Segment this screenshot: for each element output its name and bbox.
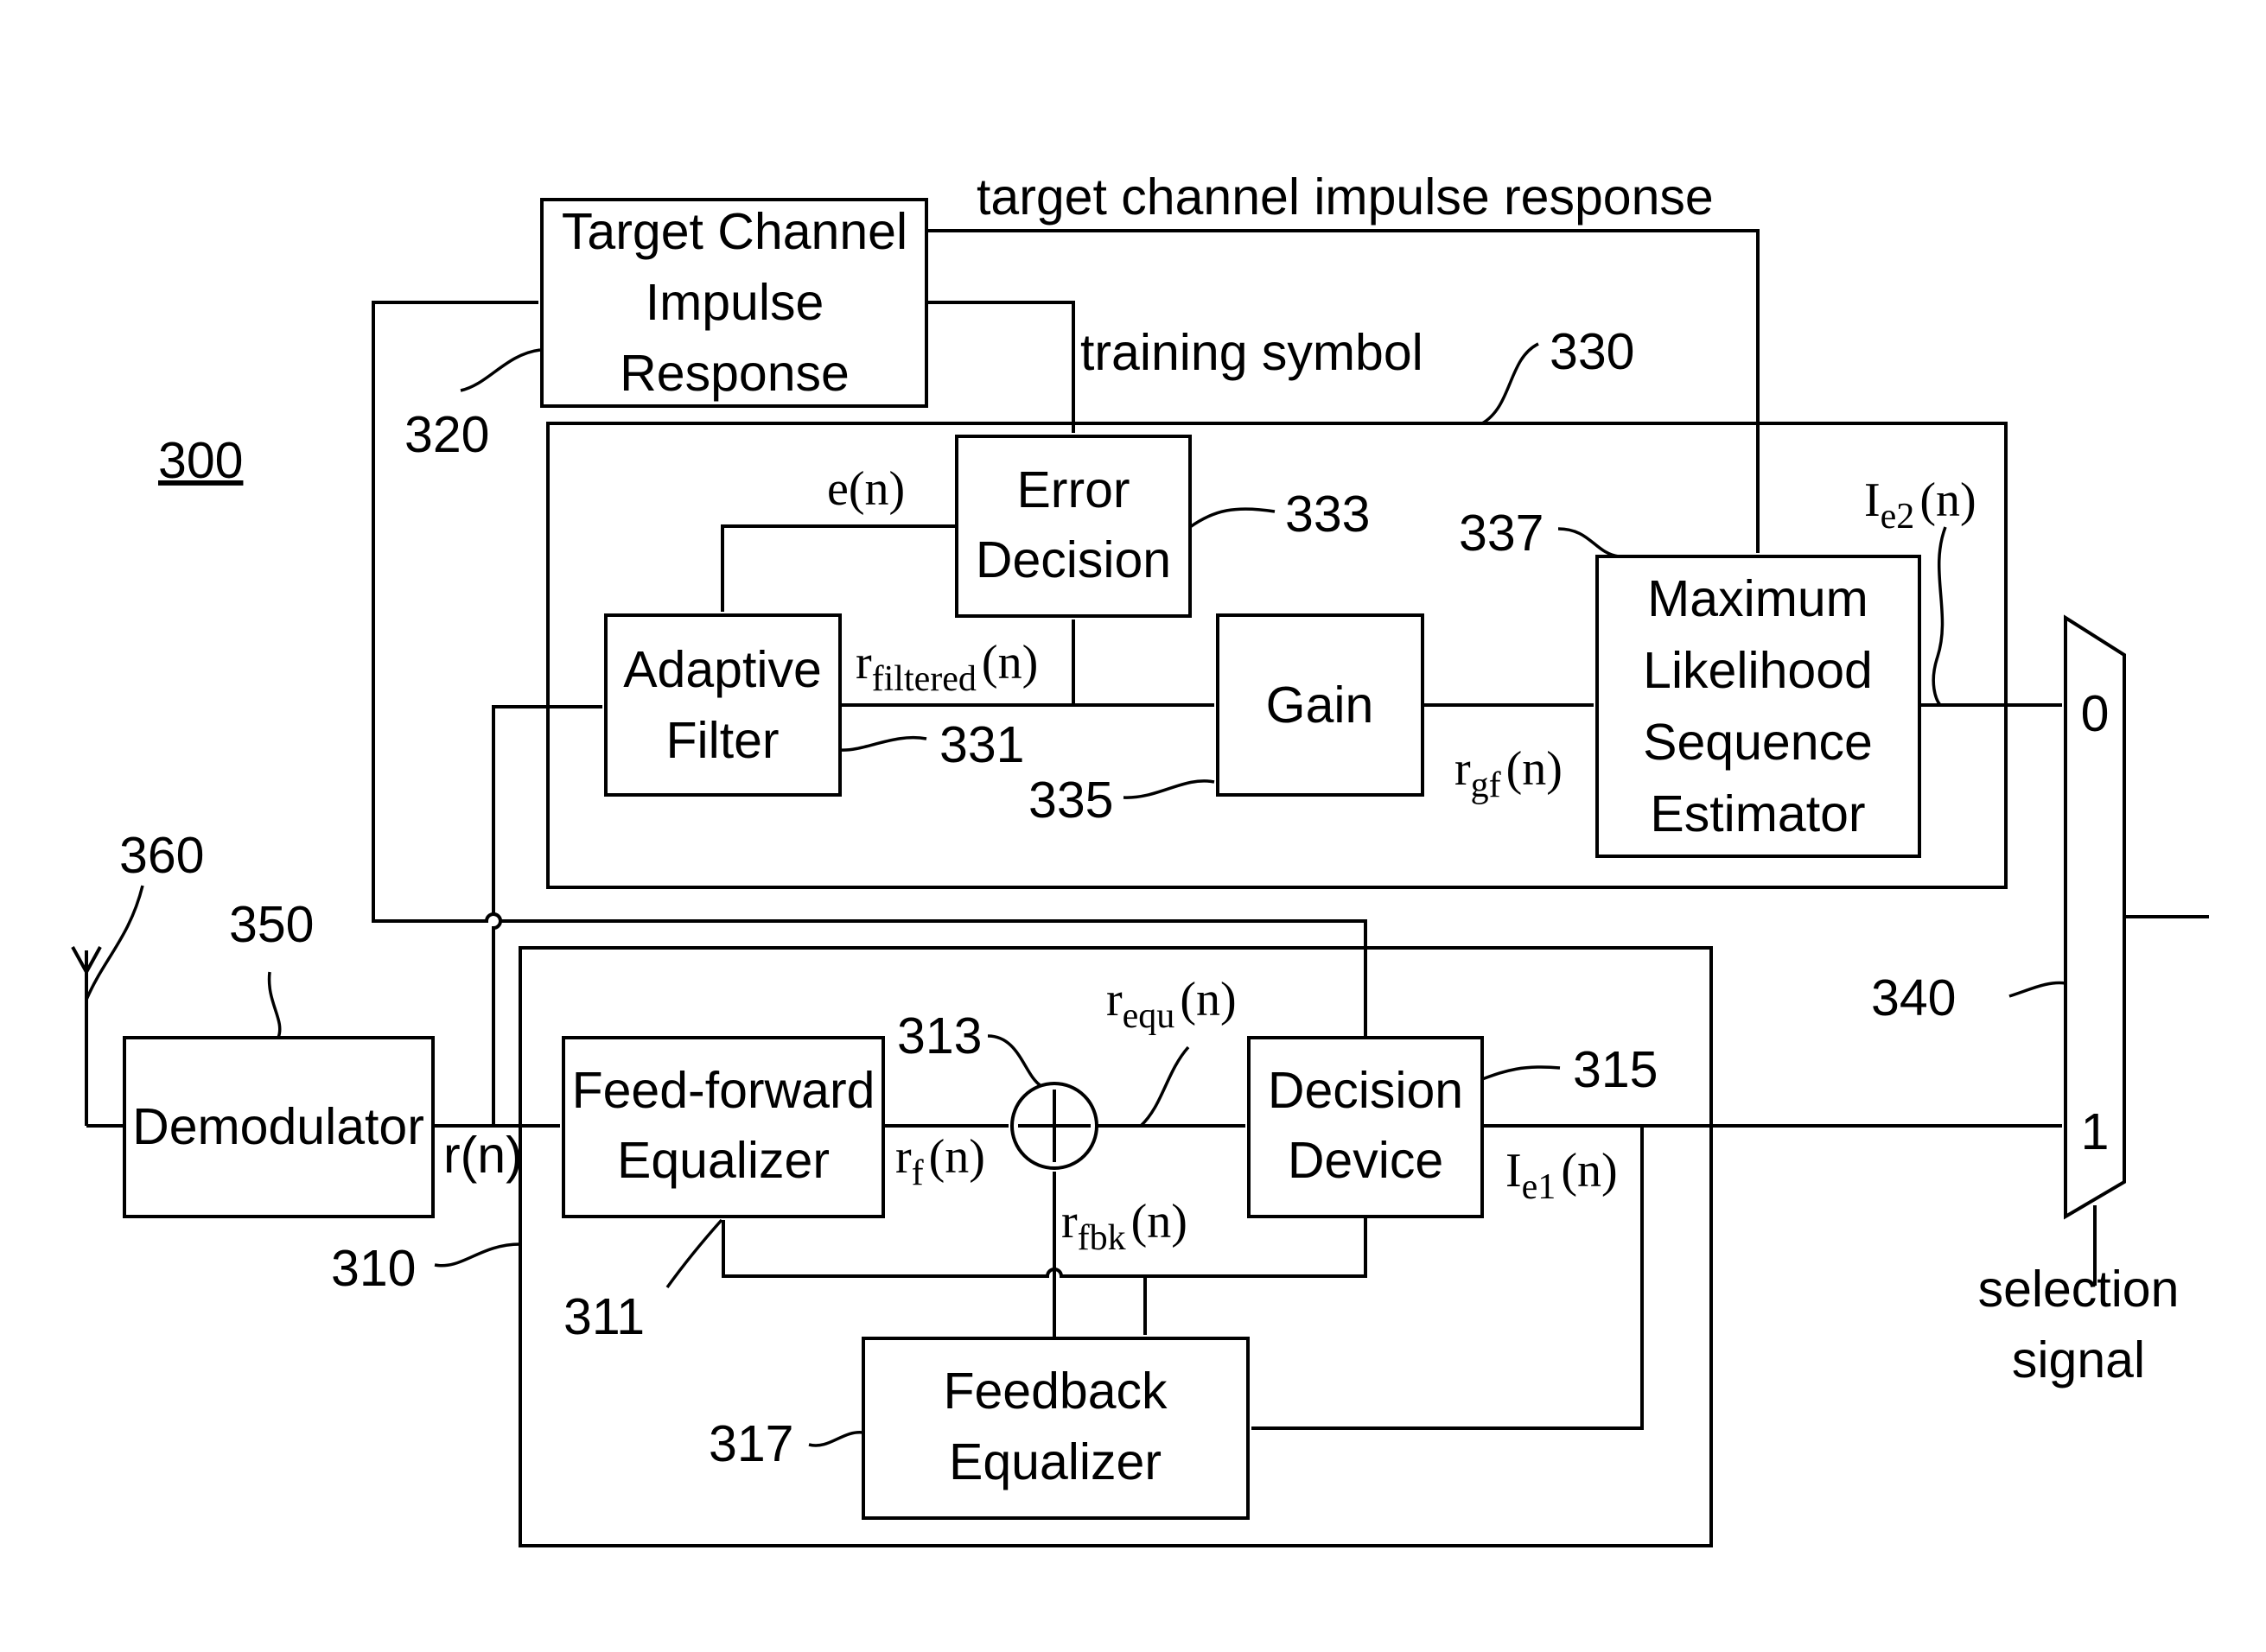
mux-block: 0 1 — [2065, 618, 2124, 1217]
target-channel-label-3: Response — [620, 345, 850, 402]
label-ie1: Ie1(n) — [1505, 1144, 1618, 1207]
label-r-gf: rgf(n) — [1454, 742, 1563, 805]
mlse-label-1: Maximum — [1647, 570, 1868, 627]
ref-313: 313 — [897, 1007, 982, 1064]
decision-device-block: Decision Device — [1249, 1038, 1482, 1217]
mlse-block: Maximum Likelihood Sequence Estimator — [1597, 556, 1919, 856]
label-ie2: Ie2(n) — [1864, 473, 1976, 537]
adaptive-filter-block: Adaptive Filter — [606, 615, 840, 795]
target-channel-label-2: Impulse — [646, 274, 824, 331]
ref-320: 320 — [404, 406, 489, 463]
ref-315: 315 — [1573, 1041, 1658, 1098]
ref-337: 337 — [1459, 505, 1544, 562]
mlse-label-2: Likelihood — [1643, 642, 1873, 699]
feed-forward-label-2: Equalizer — [617, 1132, 830, 1189]
ref-331: 331 — [939, 716, 1024, 773]
mux-input-1-label: 1 — [2081, 1103, 2110, 1160]
target-channel-label-1: Target Channel — [562, 203, 907, 260]
ref-333: 333 — [1285, 486, 1370, 543]
ref-317: 317 — [709, 1415, 793, 1472]
gain-label: Gain — [1266, 677, 1374, 734]
error-decision-label-2: Decision — [976, 531, 1171, 588]
label-rn: r(n) — [443, 1127, 523, 1184]
ref-335: 335 — [1028, 772, 1113, 829]
wire-error — [722, 526, 957, 612]
error-decision-label-1: Error — [1016, 461, 1130, 518]
target-channel-block: Target Channel Impulse Response — [542, 200, 926, 406]
leader-313 — [988, 1036, 1041, 1086]
leader-ie2 — [1933, 527, 1945, 705]
leader-360 — [86, 886, 143, 1000]
gain-block: Gain — [1218, 615, 1423, 795]
leader-340 — [2009, 982, 2065, 996]
label-selection-2: signal — [2012, 1331, 2145, 1388]
label-target-cir: target channel impulse response — [977, 168, 1714, 226]
wire-decision-loop — [723, 1217, 1365, 1276]
feed-forward-block: Feed-forward Equalizer — [563, 1038, 883, 1217]
leader-311 — [667, 1220, 722, 1287]
antenna-icon — [73, 947, 100, 1126]
ref-360: 360 — [119, 827, 204, 884]
mux-input-0-label: 0 — [2081, 685, 2110, 742]
leader-330 — [1482, 344, 1538, 423]
decision-device-label-2: Device — [1288, 1132, 1443, 1189]
summer-node — [1012, 1083, 1097, 1168]
ref-350: 350 — [229, 896, 314, 953]
wire-training-symbol — [926, 302, 1073, 433]
leader-requ — [1141, 1047, 1188, 1126]
adaptive-filter-label-1: Adaptive — [623, 641, 822, 698]
adaptive-filter-label-2: Filter — [665, 712, 779, 769]
leader-320 — [461, 350, 540, 391]
label-e-n: e(n) — [827, 462, 905, 516]
leader-333 — [1190, 509, 1275, 527]
feedback-label-1: Feedback — [943, 1363, 1168, 1420]
leader-335 — [1123, 781, 1214, 797]
label-r-equ: requ(n) — [1106, 973, 1237, 1036]
label-selection-1: selection — [1978, 1261, 2180, 1318]
leader-317 — [809, 1433, 863, 1446]
leader-315 — [1482, 1067, 1560, 1079]
label-training-symbol: training symbol — [1080, 324, 1423, 381]
label-r-fbk: rfbk(n) — [1061, 1195, 1187, 1258]
leader-350 — [270, 972, 280, 1038]
ref-310: 310 — [331, 1240, 416, 1297]
leader-310 — [435, 1244, 520, 1266]
feedback-label-2: Equalizer — [949, 1433, 1162, 1490]
demodulator-label: Demodulator — [132, 1098, 424, 1155]
ref-340: 340 — [1871, 969, 1956, 1026]
mlse-label-3: Sequence — [1643, 714, 1873, 771]
label-r-filtered: rfiltered(n) — [856, 636, 1038, 699]
leader-337 — [1558, 529, 1619, 556]
ref-311: 311 — [563, 1288, 645, 1345]
demodulator-block: Demodulator — [124, 1038, 433, 1217]
figure-ref-label: 300 — [158, 432, 243, 489]
feed-forward-label-1: Feed-forward — [572, 1062, 875, 1119]
mlse-label-4: Estimator — [1650, 785, 1865, 842]
ref-330: 330 — [1550, 323, 1634, 380]
label-r-f: rf(n) — [895, 1130, 985, 1193]
error-decision-block: Error Decision — [957, 436, 1190, 616]
leader-331 — [840, 738, 926, 751]
decision-device-label-1: Decision — [1268, 1062, 1463, 1119]
feedback-equalizer-block: Feedback Equalizer — [863, 1338, 1248, 1518]
